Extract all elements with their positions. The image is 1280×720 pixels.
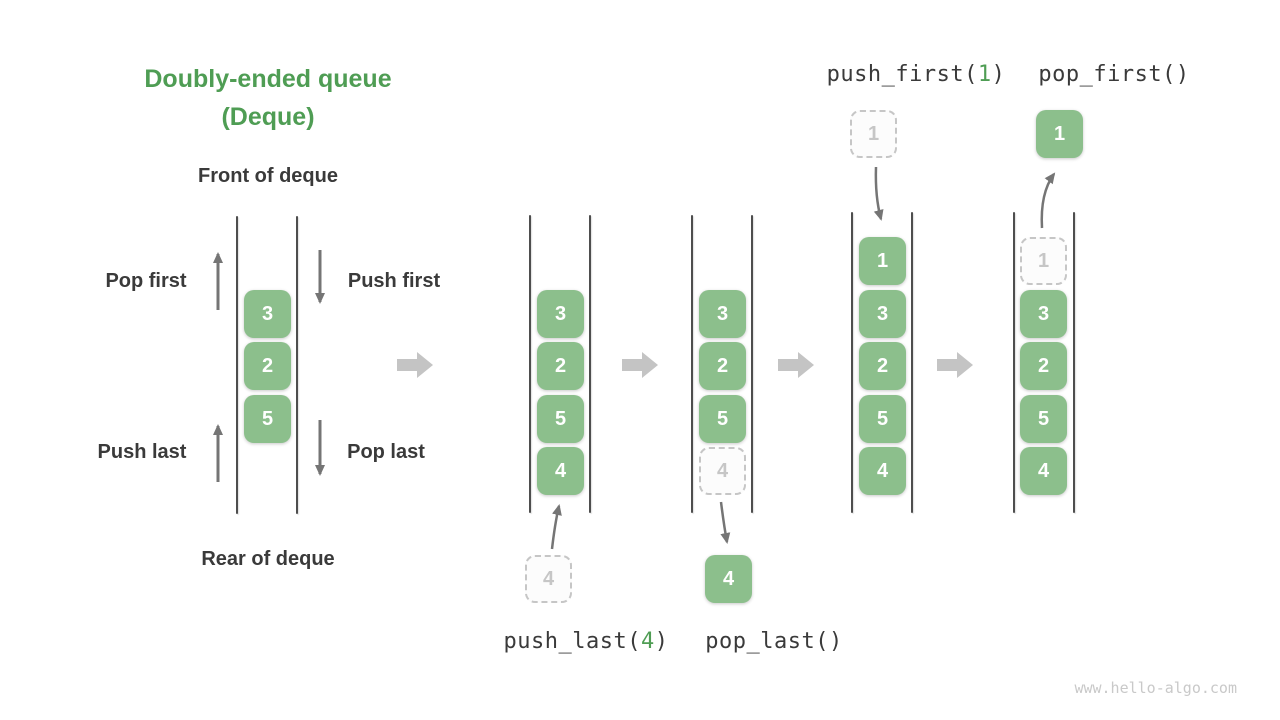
deque-item: 2 (1020, 342, 1067, 390)
popped-item: 1 (1036, 110, 1083, 158)
popped-item: 4 (705, 555, 752, 603)
deque-item: 5 (537, 395, 584, 443)
code-text: ) (991, 62, 1006, 87)
code-arg: 4 (640, 629, 655, 654)
deque-item: 2 (244, 342, 291, 390)
deque-item: 3 (699, 290, 746, 338)
deque-item: 4 (537, 447, 584, 495)
flow-arrow-icon (778, 352, 814, 378)
push-last-transfer-arrow-icon (550, 504, 562, 550)
code-text: pop_first() (1038, 62, 1190, 87)
deque-item: 2 (537, 342, 584, 390)
deque-item: 3 (1020, 290, 1067, 338)
deque-item: 3 (244, 290, 291, 338)
deque-item: 4 (1020, 447, 1067, 495)
deque-item: 5 (1020, 395, 1067, 443)
column-rail (296, 216, 298, 514)
code-text: push_last( (503, 629, 641, 654)
column-rail (911, 212, 913, 513)
code-text: ) (654, 629, 669, 654)
pop-first-label: Pop first (105, 270, 187, 292)
deque-item: 1 (859, 237, 906, 285)
column-rail (236, 216, 238, 514)
pop-last-transfer-arrow-icon (719, 501, 731, 544)
push-last-call: push_last(4) (504, 629, 669, 654)
diagram-title: Doubly-ended queue (Deque) (88, 60, 448, 136)
rear-of-deque-label: Rear of deque (201, 548, 335, 570)
watermark: www.hello-algo.com (1074, 679, 1237, 697)
deque-item: 3 (537, 290, 584, 338)
deque-item: 5 (699, 395, 746, 443)
front-of-deque-label: Front of deque (198, 165, 338, 187)
pop-first-call: pop_first() (1038, 62, 1189, 87)
flow-arrow-icon (397, 352, 433, 378)
column-rail (751, 215, 753, 513)
column-rail (529, 215, 531, 513)
ghost-slot: 4 (699, 447, 746, 495)
pending-item: 1 (850, 110, 897, 158)
column-rail (1013, 212, 1015, 513)
push-last-label: Push last (97, 441, 187, 463)
code-arg: 1 (977, 62, 992, 87)
column-rail (851, 212, 853, 513)
deque-item: 5 (244, 395, 291, 443)
pending-item: 4 (525, 555, 572, 603)
column-rail (691, 215, 693, 513)
title-line1: Doubly-ended queue (144, 65, 392, 93)
deque-item: 2 (859, 342, 906, 390)
flow-arrow-icon (622, 352, 658, 378)
push-first-transfer-arrow-icon (873, 166, 884, 221)
title-line2: (Deque) (221, 103, 315, 131)
push-first-label: Push first (347, 270, 441, 292)
pop-last-call: pop_last() (705, 629, 842, 654)
code-text: pop_last() (705, 629, 843, 654)
deque-item: 2 (699, 342, 746, 390)
push-first-call: push_first(1) (827, 62, 1006, 87)
column-rail (1073, 212, 1075, 513)
column-rail (589, 215, 591, 513)
ghost-slot: 1 (1020, 237, 1067, 285)
code-text: push_first( (826, 62, 978, 87)
deque-item: 4 (859, 447, 906, 495)
deque-item: 5 (859, 395, 906, 443)
pop-first-transfer-arrow-icon (1040, 172, 1056, 229)
deque-item: 3 (859, 290, 906, 338)
pop-last-label: Pop last (347, 441, 425, 463)
flow-arrow-icon (937, 352, 973, 378)
